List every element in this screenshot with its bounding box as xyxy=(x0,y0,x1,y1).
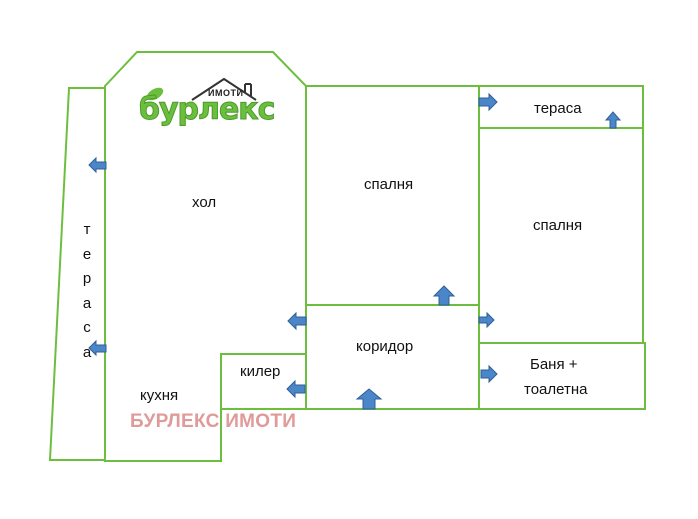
bedroom-right-outline xyxy=(478,127,644,344)
terrace-left-outline xyxy=(48,87,106,461)
watermark: БУРЛЕКС ИМОТИ xyxy=(130,411,297,432)
logo-wordmark: бурлекс xyxy=(138,92,275,128)
arrow-up-icon xyxy=(604,111,622,129)
corridor-outline xyxy=(305,304,480,410)
pantry-outline xyxy=(220,353,307,410)
terrace-side-letter: т xyxy=(83,221,91,238)
bathroom-outline xyxy=(478,342,646,410)
arrow-right-icon xyxy=(480,364,498,384)
arrow-left-icon xyxy=(287,311,307,331)
terrace-side-letter: е xyxy=(82,245,92,263)
logo-house-icon xyxy=(191,77,257,101)
logo-tagline: ИМОТИ xyxy=(208,88,244,98)
terrace-side-letter: а xyxy=(82,294,92,312)
room-label-terrace-top: тераса xyxy=(534,100,582,117)
logo-leaf-icon xyxy=(146,87,164,101)
arrow-left-icon xyxy=(88,156,107,174)
room-label-pantry: килер xyxy=(240,363,281,380)
terrace-side-letter: а xyxy=(82,343,92,361)
arrow-left-icon xyxy=(88,339,107,357)
room-label-hall: хол xyxy=(192,194,217,211)
arrow-right-icon xyxy=(478,311,495,329)
terrace-side-letter: р xyxy=(82,270,92,287)
arrow-up-icon xyxy=(432,285,456,306)
arrow-right-icon xyxy=(478,92,498,112)
room-label-bathroom-line2: тоалетна xyxy=(524,381,588,398)
arrow-up-icon xyxy=(355,388,383,410)
room-label-bathroom-line1: Баня + xyxy=(530,356,578,373)
bedroom-left-outline xyxy=(305,85,480,306)
arrow-left-icon xyxy=(286,379,306,399)
room-label-kitchen: кухня xyxy=(140,387,179,404)
room-label-corridor: коридор xyxy=(356,338,414,355)
room-label-bedroom-right: спалня xyxy=(533,217,583,234)
terrace-side-letter: с xyxy=(83,319,91,336)
room-label-bedroom-left: спалня xyxy=(364,176,414,193)
